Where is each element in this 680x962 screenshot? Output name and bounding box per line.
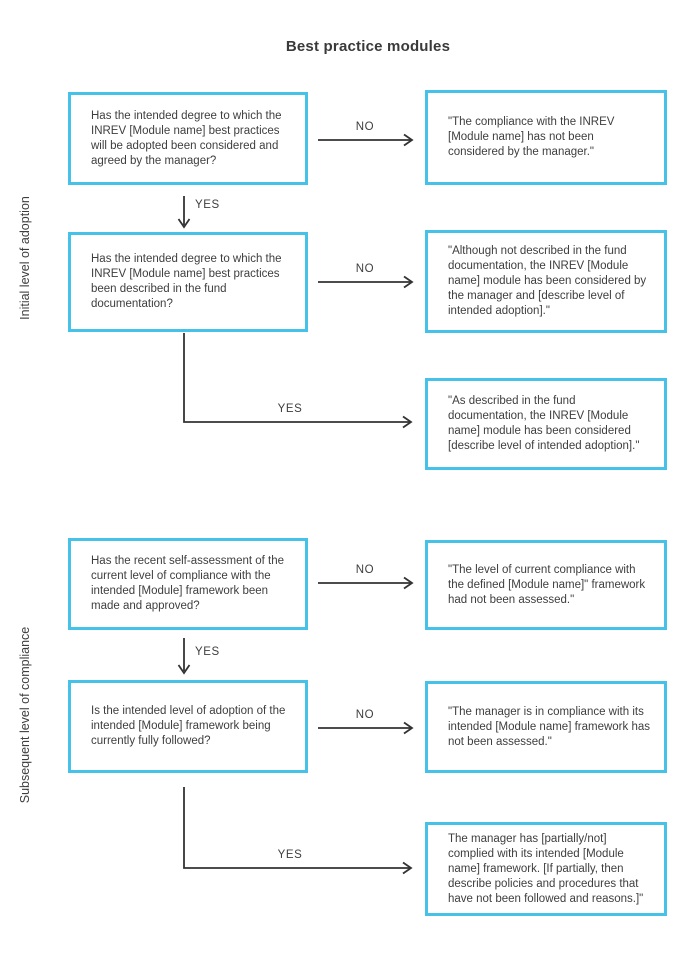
arrow-label-no-3: NO — [355, 564, 375, 576]
arrow-label-yes-2: YES — [277, 403, 303, 415]
arrow-label-no-4: NO — [355, 709, 375, 721]
answer-text: "The level of current compliance with th… — [448, 563, 646, 606]
question-box-self-assessment-made: Has the recent self-assessment of the cu… — [68, 538, 308, 630]
arrow-label-no-1: NO — [355, 121, 375, 133]
answer-text: The manager has [partially/not] complied… — [448, 832, 644, 905]
answer-box-partially-complied: The manager has [partially/not] complied… — [425, 822, 667, 916]
page-title: Best practice modules — [285, 38, 451, 55]
question-box-adoption-considered: Has the intended degree to which the INR… — [68, 92, 308, 185]
answer-box-manager-in-compliance: "The manager is in compliance with its i… — [425, 681, 667, 773]
section-label-initial-adoption: Initial level of adoption — [18, 196, 32, 320]
section-label-subsequent-compliance: Subsequent level of compliance — [18, 626, 32, 804]
arrow-label-yes-4: YES — [277, 849, 303, 861]
answer-box-compliance-not-assessed: "The level of current compliance with th… — [425, 540, 667, 630]
answer-text: "Although not described in the fund docu… — [448, 245, 647, 317]
arrow-label-yes-1: YES — [195, 199, 220, 211]
arrow-label-no-2: NO — [355, 263, 375, 275]
question-box-described-in-fund-doc: Has the intended degree to which the INR… — [68, 232, 308, 332]
question-text: Has the intended degree to which the INR… — [91, 253, 282, 310]
answer-box-not-described-but-considered: "Although not described in the fund docu… — [425, 230, 667, 333]
answer-box-not-considered: "The compliance with the INREV [Module n… — [425, 90, 667, 185]
answer-text: "The manager is in compliance with its i… — [448, 705, 650, 748]
answer-box-described-and-considered: "As described in the fund documentation,… — [425, 378, 667, 470]
question-box-fully-followed: Is the intended level of adoption of the… — [68, 680, 308, 773]
question-text: Has the recent self-assessment of the cu… — [91, 555, 285, 612]
question-text: Is the intended level of adoption of the… — [91, 705, 286, 747]
answer-text: "The compliance with the INREV [Module n… — [448, 116, 615, 158]
answer-text: "As described in the fund documentation,… — [448, 395, 640, 452]
arrow-label-yes-3: YES — [195, 646, 220, 658]
question-text: Has the intended degree to which the INR… — [91, 109, 282, 167]
